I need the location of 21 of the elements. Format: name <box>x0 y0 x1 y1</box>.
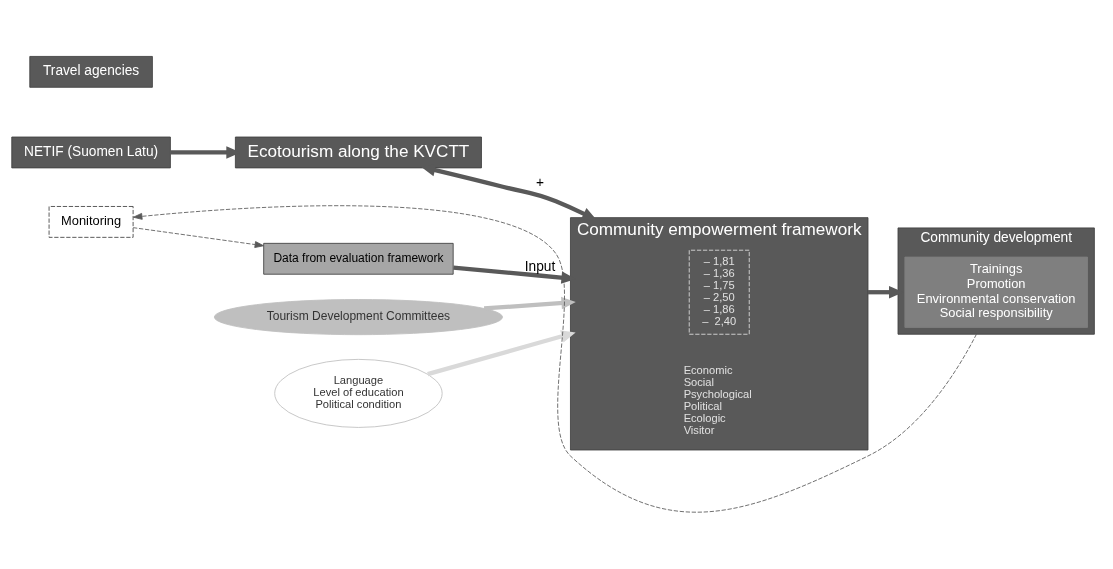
node-box: Monitoring <box>48 206 134 238</box>
label: Visitor <box>683 424 715 437</box>
edge-label: Input <box>524 258 556 274</box>
node-box: NETIF (Suomen Latu) <box>11 136 171 169</box>
node-box: Trainings Promotion Environmental conservation Social responsibility <box>904 256 1088 328</box>
node-box: Ecotourism along the KVCTT <box>234 136 482 169</box>
arrow <box>427 330 576 377</box>
node-box: Travel agencies <box>29 56 153 88</box>
arrow <box>132 227 265 248</box>
arrow <box>132 205 977 513</box>
arrow <box>483 296 576 311</box>
node-ellipse: Tourism Development Committees <box>213 299 503 336</box>
label: Political <box>683 400 722 413</box>
node-ellipse: Language Level of education Political condition <box>274 358 443 428</box>
node-box: – 1,81 – 1,36 – 1,75 – 2,50 – 1,86 – 2,40 <box>688 249 750 335</box>
label: Economic <box>683 364 733 377</box>
label: Social <box>683 376 714 389</box>
edge-label: + <box>536 175 545 191</box>
label: Ecologic <box>683 412 726 425</box>
label: Psychological <box>683 388 752 401</box>
node-box: Data from evaluation framework <box>263 242 454 275</box>
